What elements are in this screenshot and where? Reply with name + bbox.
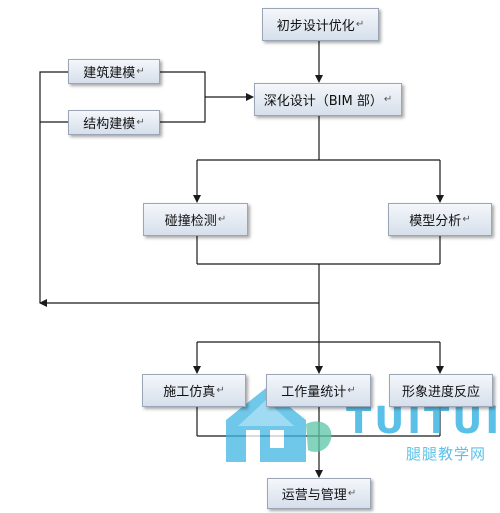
node-collision-check-label: 碰撞检测 [164,214,217,229]
node-operation-mgmt-label: 运营与管理 [281,488,347,503]
return-mark: ↵ [355,19,365,30]
node-construction-sim: 施工仿真↵ [142,374,246,407]
return-mark: ↵ [217,214,227,225]
node-form-analysis-label: 模型分析 [409,214,462,229]
edge-arch-to-loop [160,71,206,123]
node-struct-modeling: 结构建模↵ [68,110,160,135]
return-mark: ↵ [383,94,393,105]
node-quantity-stats-label: 工作量统计 [281,385,347,400]
node-collision-check: 碰撞检测↵ [143,203,248,236]
node-quantity-stats: 工作量统计↵ [266,374,371,407]
return-mark: ↵ [136,66,145,77]
return-mark: ↵ [347,385,356,396]
node-progress-response-label: 形象进度反应 [401,385,480,400]
return-mark: ↵ [347,488,357,499]
node-progress-response: 形象进度反应 [389,374,493,407]
node-construction-sim-label: 施工仿真 [163,385,216,400]
return-mark: ↵ [136,117,145,128]
node-deep-design: 深化设计（BIM 部）↵ [254,83,402,116]
node-initial-design: 初步设计优化↵ [262,8,379,41]
return-mark: ↵ [462,214,471,225]
node-operation-mgmt: 运营与管理↵ [267,478,371,509]
node-struct-modeling-label: 结构建模 [83,117,136,132]
node-arch-modeling-label: 建筑建模 [83,66,136,81]
edge-left-feedback [39,71,68,303]
node-arch-modeling: 建筑建模↵ [68,59,160,84]
return-mark: ↵ [216,385,225,396]
node-form-analysis: 模型分析↵ [388,203,492,236]
watermark-subtitle: 腿腿教学网 [406,445,487,463]
node-initial-design-label: 初步设计优化 [276,19,355,34]
node-deep-design-label: 深化设计（BIM 部） [263,94,383,109]
